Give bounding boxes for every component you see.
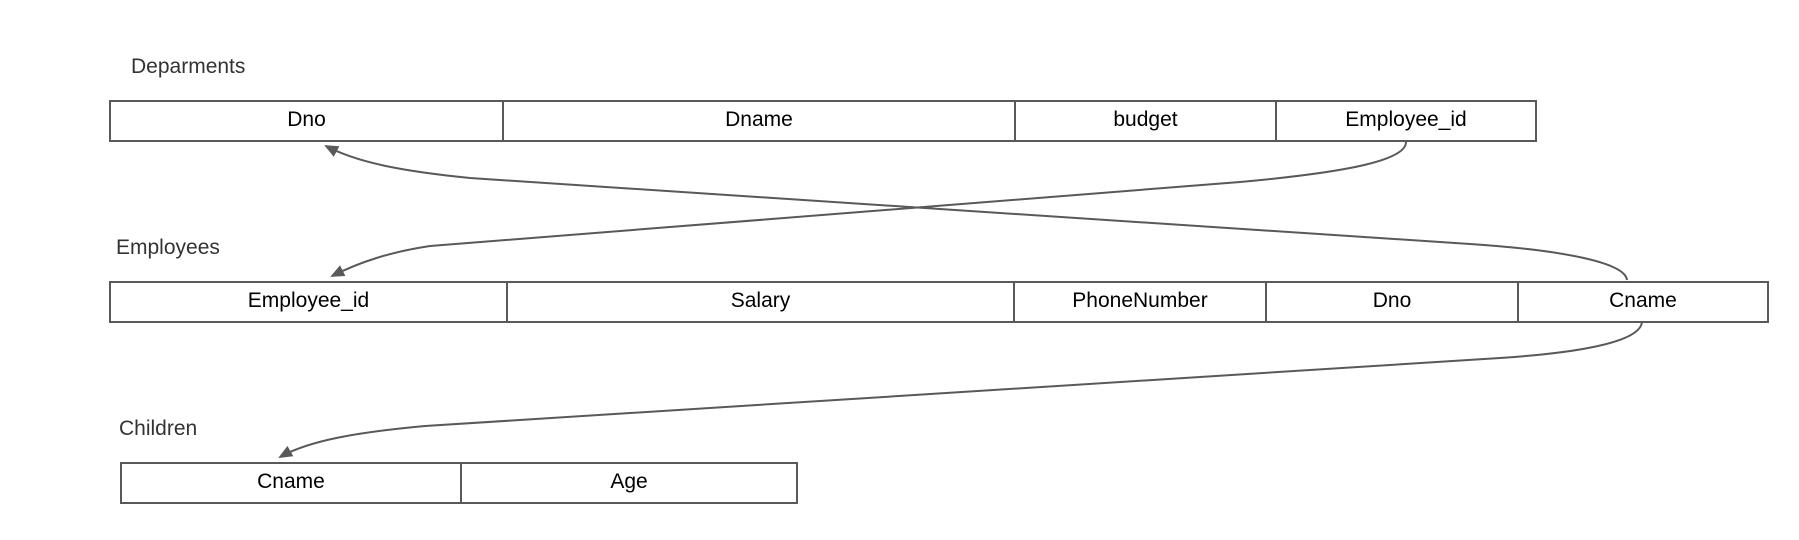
departments-dno-column: Dno [111, 102, 504, 140]
children-cname-column: Cname [122, 464, 462, 502]
departments-table: Dno Dname budget Employee_id [109, 100, 1537, 142]
children-age-column: Age [610, 470, 648, 493]
employees-table-title: Employees [116, 236, 220, 259]
cname-to-children-cname-connector [278, 321, 1643, 458]
children-table-title: Children [119, 417, 198, 440]
employees-table: Employee_id Salary PhoneNumber Dno Cname [109, 281, 1769, 323]
departments-employee-id-column: Employee_id [1345, 108, 1467, 131]
employees-phonenumber-column: PhoneNumber [1015, 283, 1267, 321]
employees-employee-id-column: Employee_id [111, 283, 508, 321]
employee-id-to-employees-connector [330, 141, 1407, 277]
employees-cname-column: Cname [1609, 289, 1677, 312]
children-table: Cname Age [120, 462, 798, 504]
employees-dno-column: Dno [1267, 283, 1519, 321]
departments-dname-column: Dname [504, 102, 1016, 140]
departments-budget-column: budget [1016, 102, 1277, 140]
departments-table-title: Deparments [131, 55, 246, 78]
employees-salary-column: Salary [508, 283, 1015, 321]
cname-to-departments-dno-connector [324, 145, 1628, 281]
